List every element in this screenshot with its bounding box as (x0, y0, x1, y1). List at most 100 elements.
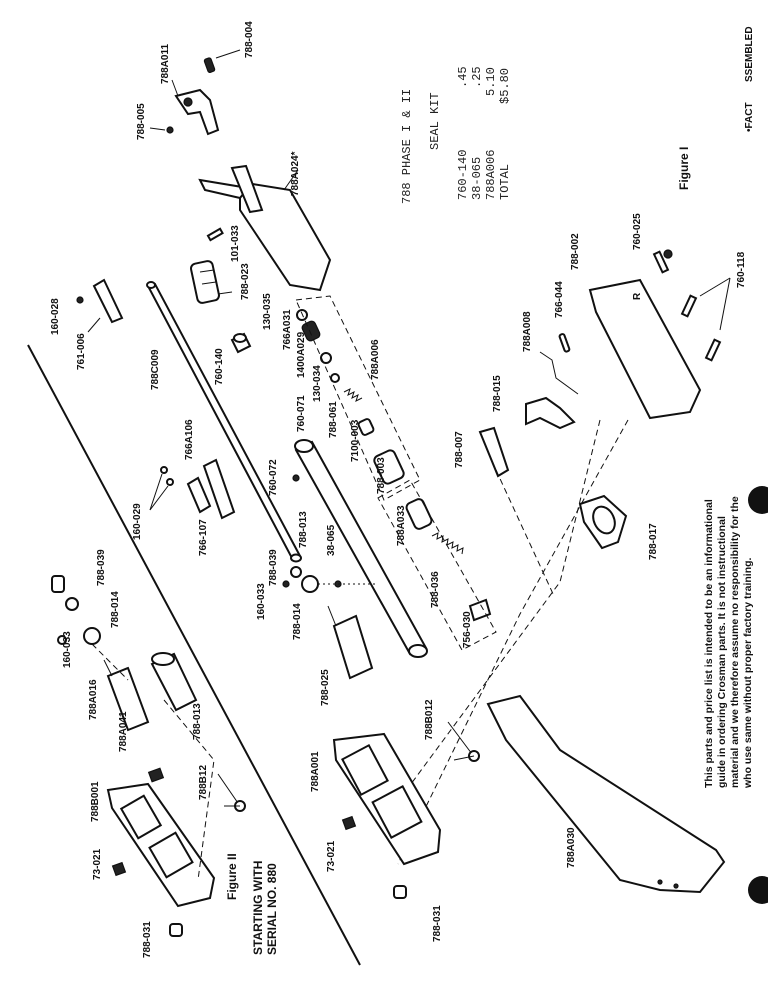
disclaimer-line: material and we therefore assume no resp… (729, 496, 741, 788)
punch-hole-bottom (748, 876, 768, 904)
disclaimer-line: This parts and price list is intended to… (703, 499, 715, 788)
part-label: 760-140 (214, 348, 225, 385)
part-761-006 (76, 278, 124, 333)
part-label: 788-002 (570, 233, 581, 270)
figure-2-label: Figure II (225, 853, 239, 900)
part-788-025 (327, 605, 374, 680)
part-label: 788A033 (396, 505, 407, 546)
part-label: 788-036 (430, 571, 441, 608)
serial-note-line2: SERIAL NO. 880 (265, 863, 279, 955)
part-label: 788B001 (90, 781, 101, 822)
part-766-044 (558, 333, 571, 353)
part-label: 788-015 (492, 375, 503, 412)
part-788A041 (147, 767, 165, 783)
seal-kit-row-part: 788A006 (484, 150, 498, 200)
assembly-outline-seal (295, 295, 421, 501)
part-766A031 (296, 309, 340, 383)
part-label: 160-028 (50, 298, 61, 335)
part-label: 73-021 (92, 848, 103, 880)
part-label: 1400A029 (296, 331, 307, 378)
part-label: 788A030 (566, 827, 577, 868)
part-788B12 (217, 773, 246, 812)
seal-kit-row-price: .25 (470, 66, 484, 88)
part-label: 788A006 (370, 339, 381, 380)
part-788-015 (525, 396, 576, 430)
part-label: 788-013 (298, 511, 309, 548)
factory-text: •FACT (744, 102, 755, 132)
part-788-003 (373, 449, 405, 485)
part-label: 788A011 (160, 44, 171, 84)
part-label: 788-014 (292, 603, 303, 640)
part-label: 766A106 (184, 419, 195, 460)
part-label: 788-039 (268, 549, 279, 586)
seal-kit-row-price: 5.10 (484, 67, 498, 96)
part-label: 7100-003 (350, 419, 361, 462)
part-788A016 (103, 659, 150, 732)
part-788-002: R (588, 278, 702, 420)
seal-kit-row-part: 760-140 (456, 150, 470, 200)
part-label: 788-003 (376, 457, 387, 494)
alignment-line-trigger (407, 419, 601, 789)
seal-kit-title: 788 PHASE I & II (400, 89, 414, 204)
part-160-029 (149, 466, 174, 511)
disclaimer-line: who use same without proper factory trai… (742, 557, 754, 789)
figure-1-label: Figure I (677, 147, 691, 190)
part-label: 160-029 (132, 503, 143, 540)
part-label: 130-034 (312, 365, 323, 402)
part-788-004 (203, 49, 241, 73)
part-788B012 (447, 721, 480, 762)
part-label: 788-013 (192, 703, 203, 740)
part-38-065 (282, 566, 376, 593)
part-label: 761-006 (76, 333, 87, 370)
part-label: 788-005 (136, 103, 147, 140)
part-label: 160-033 (256, 583, 267, 620)
part-788A008 (539, 351, 579, 395)
part-label: 788A016 (88, 679, 99, 720)
part-788-039-fig2 (51, 575, 79, 611)
part-788-061 (343, 388, 363, 402)
part-label: 160-033 (62, 631, 73, 668)
part-label: 130-035 (262, 293, 273, 330)
assembly-outline-valve (377, 479, 497, 651)
part-766A106 (186, 458, 236, 520)
part-760-025 (652, 249, 731, 362)
part-label: 760-071 (296, 395, 307, 432)
part-label: 788A041 (118, 711, 129, 752)
part-788B001 (106, 782, 216, 908)
part-label: 38-065 (326, 524, 337, 556)
part-788A011 (171, 79, 220, 136)
part-label: 788-061 (328, 401, 339, 438)
part-788-005 (149, 126, 174, 134)
disclaimer-line: guide in ordering Crosman parts. It is n… (716, 516, 728, 788)
part-101-033 (206, 227, 224, 242)
seal-kit-total-label: TOTAL (498, 164, 512, 200)
part-788A030 (486, 694, 726, 894)
seal-kit-table: 788 PHASE I & II SEAL KIT 760-140 .45 38… (400, 66, 512, 204)
part-788A024 (198, 164, 332, 292)
alignment-line-receiver (397, 419, 629, 865)
part-label: 788A024* (290, 151, 301, 196)
part-label: 788-025 (320, 669, 331, 706)
part-label: 788-039 (96, 549, 107, 586)
part-label: 766A031 (282, 309, 293, 350)
part-label: 760-072 (268, 459, 279, 496)
part-label: 101-033 (230, 225, 241, 262)
alignment-line-fig2 (91, 643, 215, 881)
seal-kit-subtitle: SEAL KIT (428, 92, 442, 150)
part-73-021-fig1 (341, 815, 407, 899)
part-label: 766-044 (554, 281, 565, 318)
part-label: 788C009 (150, 349, 161, 390)
part-788A001 (332, 732, 442, 866)
part-label: 788-031 (142, 921, 153, 958)
part-label: 760-025 (632, 213, 643, 250)
part-788A033 (405, 498, 492, 622)
seal-kit-total-price: $5.80 (498, 68, 512, 104)
part-label: 756-030 (462, 611, 473, 648)
punch-hole-top (748, 486, 768, 514)
part-label: 788A008 (522, 311, 533, 352)
part-7100-003 (357, 418, 375, 436)
seal-kit-row-price: .45 (456, 66, 470, 88)
part-label: 760-118 (736, 251, 747, 288)
part-73-021-fig2 (111, 861, 183, 937)
